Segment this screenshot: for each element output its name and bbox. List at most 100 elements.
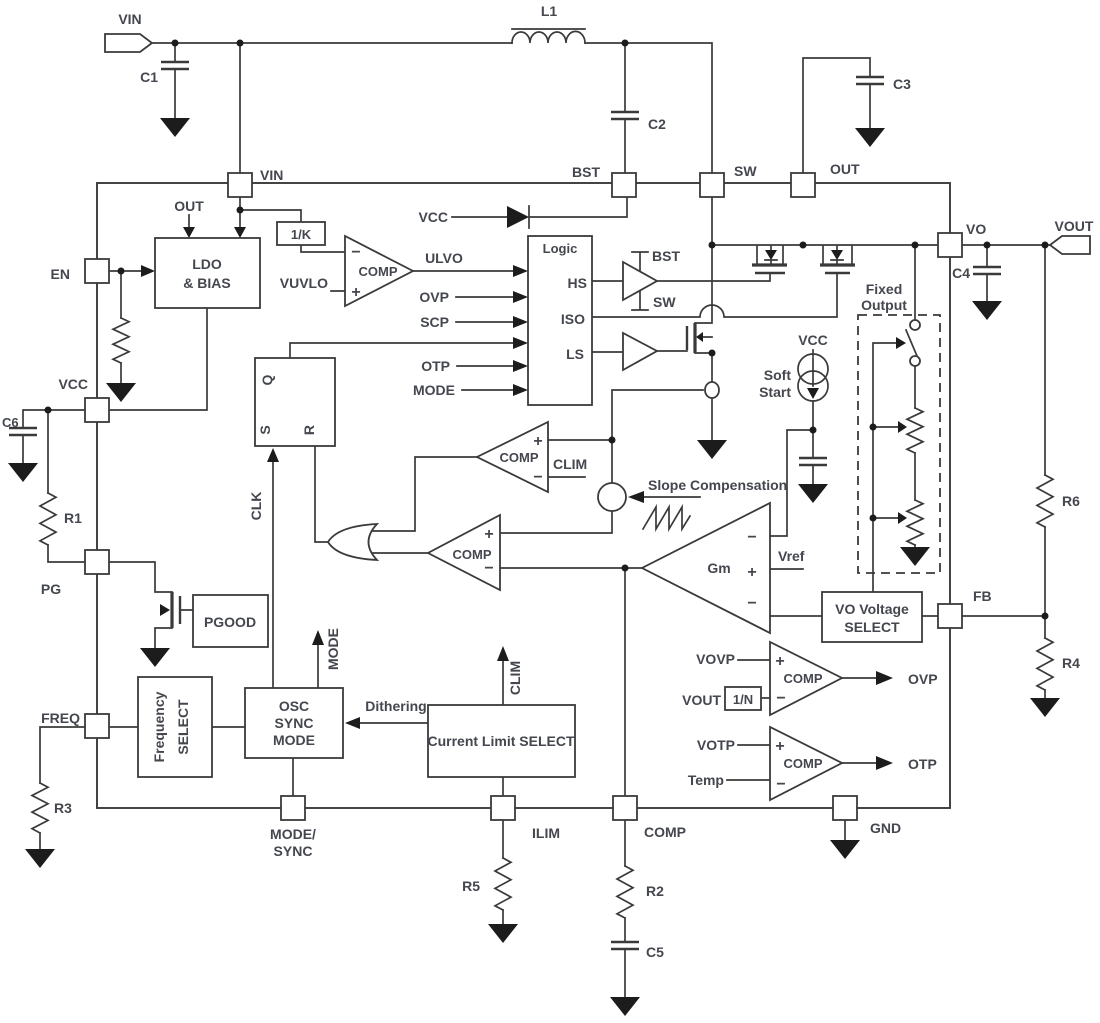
current-limit-select-block xyxy=(427,704,576,778)
uvlo-comp-label: COMP xyxy=(359,264,398,279)
soft-start-source-1 xyxy=(797,353,829,385)
inv-n-label: 1/N xyxy=(733,692,753,707)
ldo-bias-label-2: & BIAS xyxy=(183,275,230,291)
switch-contact-bottom xyxy=(909,355,921,367)
ls-driver xyxy=(622,331,659,372)
pin-label-bst: BST xyxy=(572,164,600,180)
pin-ilim xyxy=(490,795,516,821)
vo-select-label-2: SELECT xyxy=(844,619,900,635)
vref-label: Vref xyxy=(778,548,805,564)
pin-label-fb: FB xyxy=(973,588,992,604)
latch-s-label: S xyxy=(257,425,273,434)
gm-minus-top: − xyxy=(747,529,756,546)
osc-label-1: OSC xyxy=(279,698,309,714)
fixed-output-label-2: Output xyxy=(861,297,907,313)
vcc-diode-label: VCC xyxy=(418,209,448,225)
pin-label-freq: FREQ xyxy=(41,710,80,726)
ldo-bias-label-1: LDO xyxy=(192,256,222,272)
or-gate xyxy=(326,522,380,562)
logic-iso-label: ISO xyxy=(561,311,585,327)
label-c5: C5 xyxy=(646,944,664,960)
ldo-bias-block xyxy=(154,237,261,309)
label-c2: C2 xyxy=(648,116,666,132)
vo-select-label-1: VO Voltage xyxy=(835,601,909,617)
dithering-label: Dithering xyxy=(365,698,426,714)
scp-label: SCP xyxy=(420,314,449,330)
pin-bst xyxy=(611,172,637,198)
pin-label-vcc: VCC xyxy=(58,376,88,392)
pwm-comparator xyxy=(426,513,501,592)
inv-k-block xyxy=(276,221,326,246)
otp-plus: + xyxy=(775,738,784,755)
pin-label-en: EN xyxy=(51,266,70,282)
otp-minus: − xyxy=(776,776,785,793)
out-annotation-label: OUT xyxy=(174,198,204,214)
label-l1: L1 xyxy=(541,3,558,19)
bst-rail-label: BST xyxy=(652,248,680,264)
mosfet-gates xyxy=(178,271,850,624)
pgood-block xyxy=(192,594,269,648)
vout-connector xyxy=(1048,235,1091,255)
clim-comparator xyxy=(474,420,549,494)
osc-label-3: MODE xyxy=(273,732,315,748)
sw-rail-label: SW xyxy=(653,294,676,310)
pwm-plus: + xyxy=(484,526,493,543)
clim-comp-label: COMP xyxy=(500,450,539,465)
slope-compensation-label: Slope Compensation xyxy=(648,477,787,493)
mosfet-channels xyxy=(170,263,855,628)
gm-label: Gm xyxy=(707,560,730,576)
inductor-l1 xyxy=(511,30,586,44)
latch-r-label: R xyxy=(301,425,317,435)
gm-amplifier xyxy=(640,501,771,635)
pin-vcc xyxy=(84,397,110,423)
label-r4: R4 xyxy=(1062,655,1080,671)
ic-boundary xyxy=(96,182,951,809)
gm-plus: + xyxy=(747,564,756,581)
soft-start-source-2 xyxy=(797,370,829,402)
pin-vin xyxy=(227,172,253,198)
pin-vo xyxy=(937,232,963,258)
pin-label-sw: SW xyxy=(734,163,757,179)
vuvlo-label: VUVLO xyxy=(280,275,328,291)
soft-start-label-2: Start xyxy=(759,384,791,400)
pin-label-pg: PG xyxy=(41,581,61,597)
fixed-output-dashed-box xyxy=(857,314,941,574)
freq-select-block xyxy=(137,676,213,778)
pwm-minus: − xyxy=(484,560,493,577)
ovp-comp-label: COMP xyxy=(784,671,823,686)
pin-label-out: OUT xyxy=(830,161,860,177)
latch-q-label: Q xyxy=(259,374,275,385)
otp-out-label: OTP xyxy=(908,756,937,772)
pin-en xyxy=(84,258,110,284)
pin-gnd xyxy=(832,795,858,821)
label-c4: C4 xyxy=(952,265,970,281)
clim-in-label: CLIM xyxy=(553,456,587,472)
mode-in-label: MODE xyxy=(413,382,455,398)
label-r1: R1 xyxy=(64,510,82,526)
current-limit-select-label: Current Limit SELECT xyxy=(427,733,574,749)
pin-sw xyxy=(699,172,725,198)
otp-in-label: OTP xyxy=(421,358,450,374)
vin-connector-label: VIN xyxy=(118,11,141,27)
osc-sync-mode-block xyxy=(244,687,344,759)
otp-comparator xyxy=(769,725,844,802)
ovp-out-label: OVP xyxy=(908,671,938,687)
switch-contact-top xyxy=(909,319,921,331)
pin-out xyxy=(790,172,816,198)
clim-arrow-label: CLIM xyxy=(507,661,523,695)
pin-label-mode-sync-2: SYNC xyxy=(274,843,313,859)
vo-voltage-select-block xyxy=(821,591,923,643)
pin-label-vo: VO xyxy=(966,221,986,237)
pin-mode-sync xyxy=(280,795,306,821)
pin-pg xyxy=(84,549,110,575)
logic-title: Logic xyxy=(543,241,578,256)
osc-label-2: SYNC xyxy=(275,715,314,731)
gm-minus-bottom: − xyxy=(747,595,756,612)
uvlo-comparator xyxy=(344,234,415,308)
ovp-in-label: OVP xyxy=(419,289,449,305)
circuit-wires xyxy=(22,28,1051,998)
mode-arrow-label: MODE xyxy=(325,628,341,670)
freq-select-label-1: Frequency xyxy=(151,691,167,762)
temp-label: Temp xyxy=(688,772,724,788)
